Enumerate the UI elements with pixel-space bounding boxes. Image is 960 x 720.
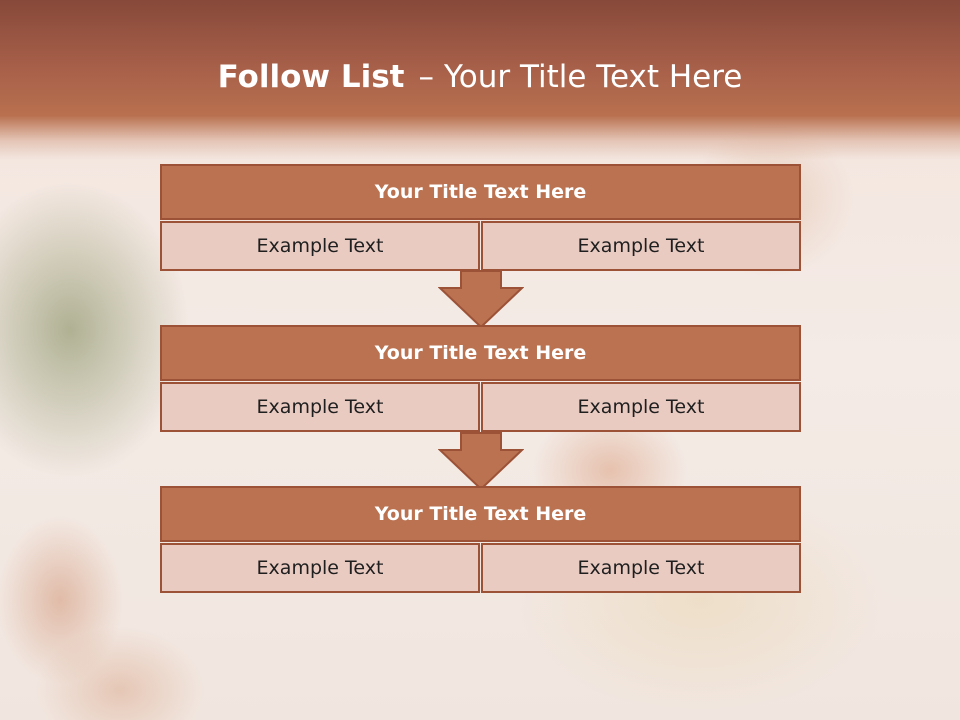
slide-title-bold: Follow List (217, 59, 405, 95)
down-arrow-icon (438, 432, 524, 490)
slide-title-rest: Your Title Text Here (443, 59, 743, 95)
slide-title-separator: – (418, 59, 434, 95)
block-cell-right: Example Text (481, 543, 801, 593)
block-cell-right: Example Text (481, 382, 801, 432)
slide-title: Follow List–Your Title Text Here (0, 52, 960, 102)
list-block-2: Your Title Text Here Example Text Exampl… (160, 325, 801, 432)
block-title: Your Title Text Here (160, 486, 801, 542)
block-title: Your Title Text Here (160, 164, 801, 220)
block-cell-left: Example Text (160, 221, 480, 271)
block-title: Your Title Text Here (160, 325, 801, 381)
down-arrow-icon (438, 270, 524, 328)
list-block-3: Your Title Text Here Example Text Exampl… (160, 486, 801, 593)
block-cell-left: Example Text (160, 543, 480, 593)
header-band (0, 0, 960, 160)
block-cell-right: Example Text (481, 221, 801, 271)
block-cells: Example Text Example Text (160, 543, 801, 593)
list-block-1: Your Title Text Here Example Text Exampl… (160, 164, 801, 271)
block-cells: Example Text Example Text (160, 382, 801, 432)
block-cell-left: Example Text (160, 382, 480, 432)
block-cells: Example Text Example Text (160, 221, 801, 271)
